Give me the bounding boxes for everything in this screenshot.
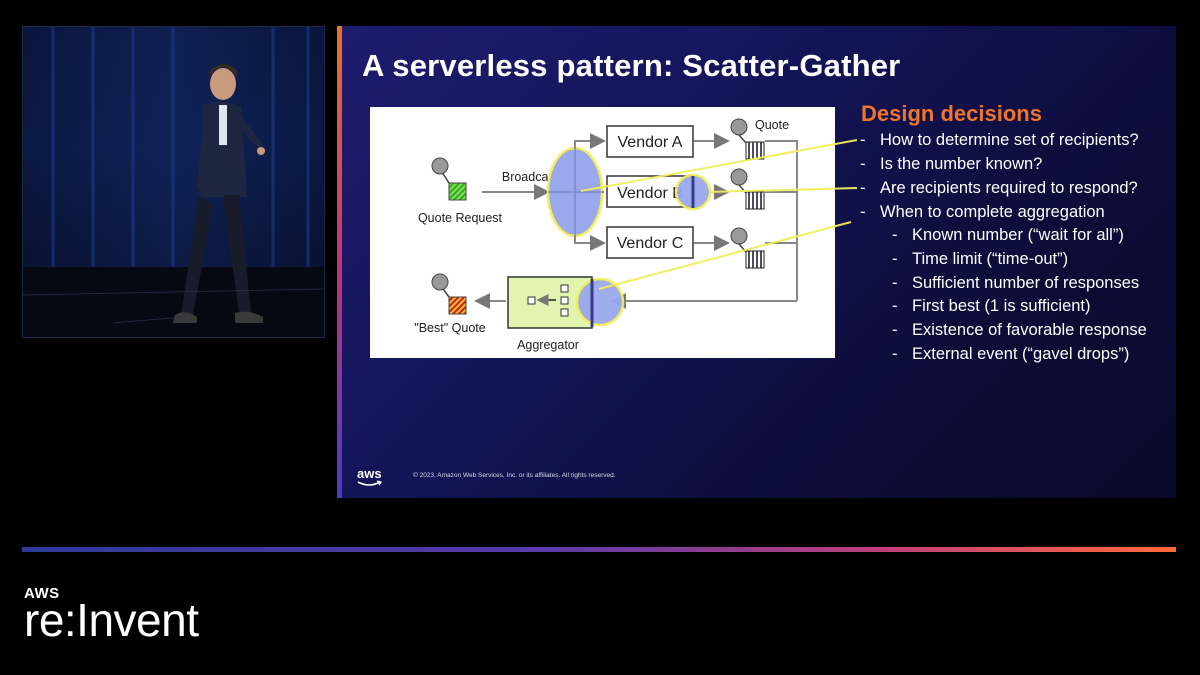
quote-request-message [431, 157, 467, 201]
reinvent-logo: AWS re:Invent [24, 585, 199, 646]
aws-logo: aws [357, 466, 382, 481]
aggregator-endpoint [575, 277, 625, 327]
aws-smile-icon [357, 480, 383, 486]
slide-accent-bar [337, 26, 342, 498]
reinvent-logo-aws: AWS [24, 585, 60, 602]
sub-bullet-known-number: -Known number (“wait for all”) [892, 226, 1124, 244]
sub-bullet-first-best: -First best (1 is sufficient) [892, 297, 1091, 315]
bullet-required-respond: -Are recipients required to respond? [860, 179, 1138, 197]
quote-queue-c [730, 227, 765, 269]
reinvent-logo-text: re:Invent [24, 594, 199, 646]
vendor-c-box [606, 226, 694, 259]
broadcast-label: Broadcast [502, 170, 559, 184]
gradient-divider [22, 547, 1176, 552]
bullet-recipients: -How to determine set of recipients? [860, 131, 1139, 149]
sub-bullet-sufficient-number: -Sufficient number of responses [892, 274, 1140, 292]
vendor-a-label: Vendor A [618, 134, 683, 151]
vendor-a-box [606, 125, 694, 158]
design-decisions-heading: Design decisions [861, 101, 1042, 126]
vendor-c-label: Vendor C [617, 235, 684, 252]
best-quote-label: "Best" Quote [414, 321, 485, 335]
aggregator-label: Aggregator [517, 338, 579, 352]
copyright-text: © 2023, Amazon Web Services, Inc. or its… [413, 472, 616, 479]
quote-queue-b [730, 168, 765, 210]
quote-queue-a [730, 118, 765, 160]
bullet-number-known: -Is the number known? [860, 155, 1043, 173]
sub-bullet-external-event: -External event (“gavel drops”) [892, 345, 1130, 363]
quote-label: Quote [755, 118, 789, 132]
scatter-gather-diagram: Quote Request Broadcast Vendor A Vendor … [370, 107, 835, 358]
bullet-complete-aggregation: -When to complete aggregation [860, 203, 1105, 221]
presentation-slide: A serverless pattern: Scatter-Gather [337, 26, 1176, 498]
slide-title: A serverless pattern: Scatter-Gather [362, 48, 901, 83]
quote-request-label: Quote Request [418, 211, 503, 225]
sub-bullet-time-limit: -Time limit (“time-out”) [892, 250, 1069, 268]
sub-bullet-favorable-response: -Existence of favorable response [892, 321, 1147, 339]
best-quote-message [431, 273, 467, 315]
speaker-video [22, 26, 325, 338]
vendor-b-label: Vendor B [617, 185, 683, 202]
callout-lines [580, 139, 858, 290]
speaker-figure [173, 64, 265, 323]
